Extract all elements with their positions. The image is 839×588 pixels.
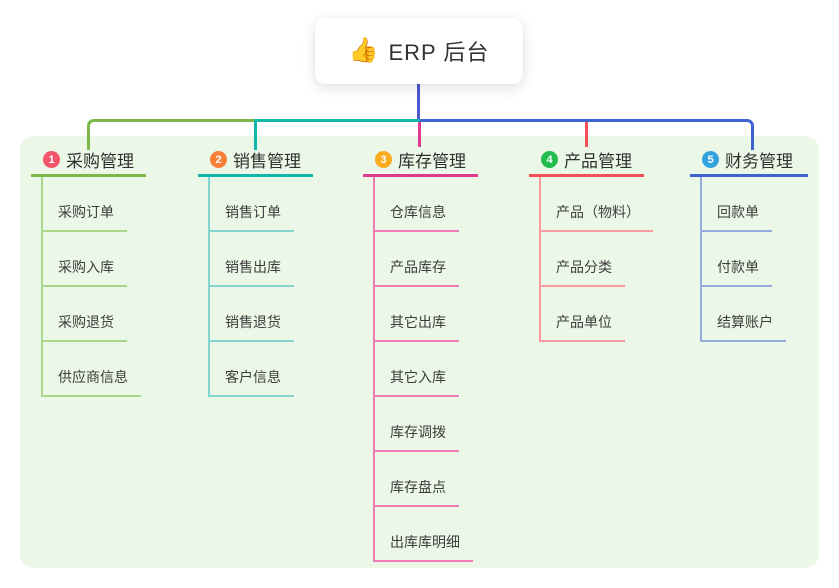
number-badge: 1 — [43, 151, 60, 168]
branch-items: 销售订单 销售出库 销售退货 客户信息 — [208, 177, 313, 397]
node-item[interactable]: 销售退货 — [210, 287, 313, 342]
branch-title[interactable]: 1 采购管理 — [31, 145, 146, 177]
node-item[interactable]: 产品分类 — [541, 232, 644, 287]
node-item[interactable]: 出库库明细 — [375, 507, 478, 562]
node-item[interactable]: 采购订单 — [43, 177, 146, 232]
node-item[interactable]: 产品（物料） — [541, 177, 653, 232]
node-item[interactable]: 销售订单 — [210, 177, 313, 232]
branch-items: 仓库信息 产品库存 其它出库 其它入库 库存调拨 库存盘点 出库库明细 — [373, 177, 478, 562]
branch-label: 产品管理 — [564, 152, 632, 171]
number-badge: 4 — [541, 151, 558, 168]
connector-branch-4 — [585, 122, 588, 147]
number-badge: 3 — [375, 151, 392, 168]
branch-items: 产品（物料） 产品分类 产品单位 — [539, 177, 653, 342]
branch-items: 回款单 付款单 结算账户 — [700, 177, 808, 342]
connector-branch-1 — [87, 119, 257, 150]
root-trunk-line — [417, 84, 420, 122]
node-item[interactable]: 仓库信息 — [375, 177, 478, 232]
node-item[interactable]: 销售出库 — [210, 232, 313, 287]
branch-title[interactable]: 3 库存管理 — [363, 145, 478, 177]
branch-product: 4 产品管理 产品（物料） 产品分类 产品单位 — [529, 145, 653, 342]
connector-branch-2 — [254, 119, 423, 150]
node-item[interactable]: 其它入库 — [375, 342, 478, 397]
branch-title[interactable]: 4 产品管理 — [529, 145, 644, 177]
node-item[interactable]: 供应商信息 — [43, 342, 146, 397]
thumbs-up-icon: 👍 — [348, 37, 379, 64]
branch-sales: 2 销售管理 销售订单 销售出库 销售退货 客户信息 — [198, 145, 313, 397]
node-item[interactable]: 产品单位 — [541, 287, 644, 342]
node-item[interactable]: 回款单 — [702, 177, 808, 232]
branch-items: 采购订单 采购入库 采购退货 供应商信息 — [41, 177, 146, 397]
node-item[interactable]: 结算账户 — [702, 287, 808, 342]
number-badge: 2 — [210, 151, 227, 168]
node-item[interactable]: 采购退货 — [43, 287, 146, 342]
root-title: ERP 后台 — [388, 40, 490, 65]
connector-branch-5 — [420, 119, 754, 150]
branch-label: 销售管理 — [233, 152, 301, 171]
connector-branch-3 — [418, 122, 421, 147]
branch-finance: 5 财务管理 回款单 付款单 结算账户 — [690, 145, 808, 342]
node-item[interactable]: 其它出库 — [375, 287, 478, 342]
branch-label: 财务管理 — [725, 152, 793, 171]
branch-purchase: 1 采购管理 采购订单 采购入库 采购退货 供应商信息 — [31, 145, 146, 397]
branch-label: 采购管理 — [66, 152, 134, 171]
node-item[interactable]: 客户信息 — [210, 342, 313, 397]
number-badge: 5 — [702, 151, 719, 168]
root-node[interactable]: 👍 ERP 后台 — [315, 18, 523, 84]
node-item[interactable]: 产品库存 — [375, 232, 478, 287]
branch-title[interactable]: 2 销售管理 — [198, 145, 313, 177]
node-item[interactable]: 采购入库 — [43, 232, 146, 287]
branch-inventory: 3 库存管理 仓库信息 产品库存 其它出库 其它入库 库存调拨 库存盘点 出库库… — [363, 145, 478, 562]
node-item[interactable]: 库存盘点 — [375, 452, 478, 507]
node-item[interactable]: 付款单 — [702, 232, 808, 287]
branch-title[interactable]: 5 财务管理 — [690, 145, 808, 177]
branches-background-panel — [20, 136, 819, 568]
node-item[interactable]: 库存调拨 — [375, 397, 478, 452]
branch-label: 库存管理 — [398, 152, 466, 171]
